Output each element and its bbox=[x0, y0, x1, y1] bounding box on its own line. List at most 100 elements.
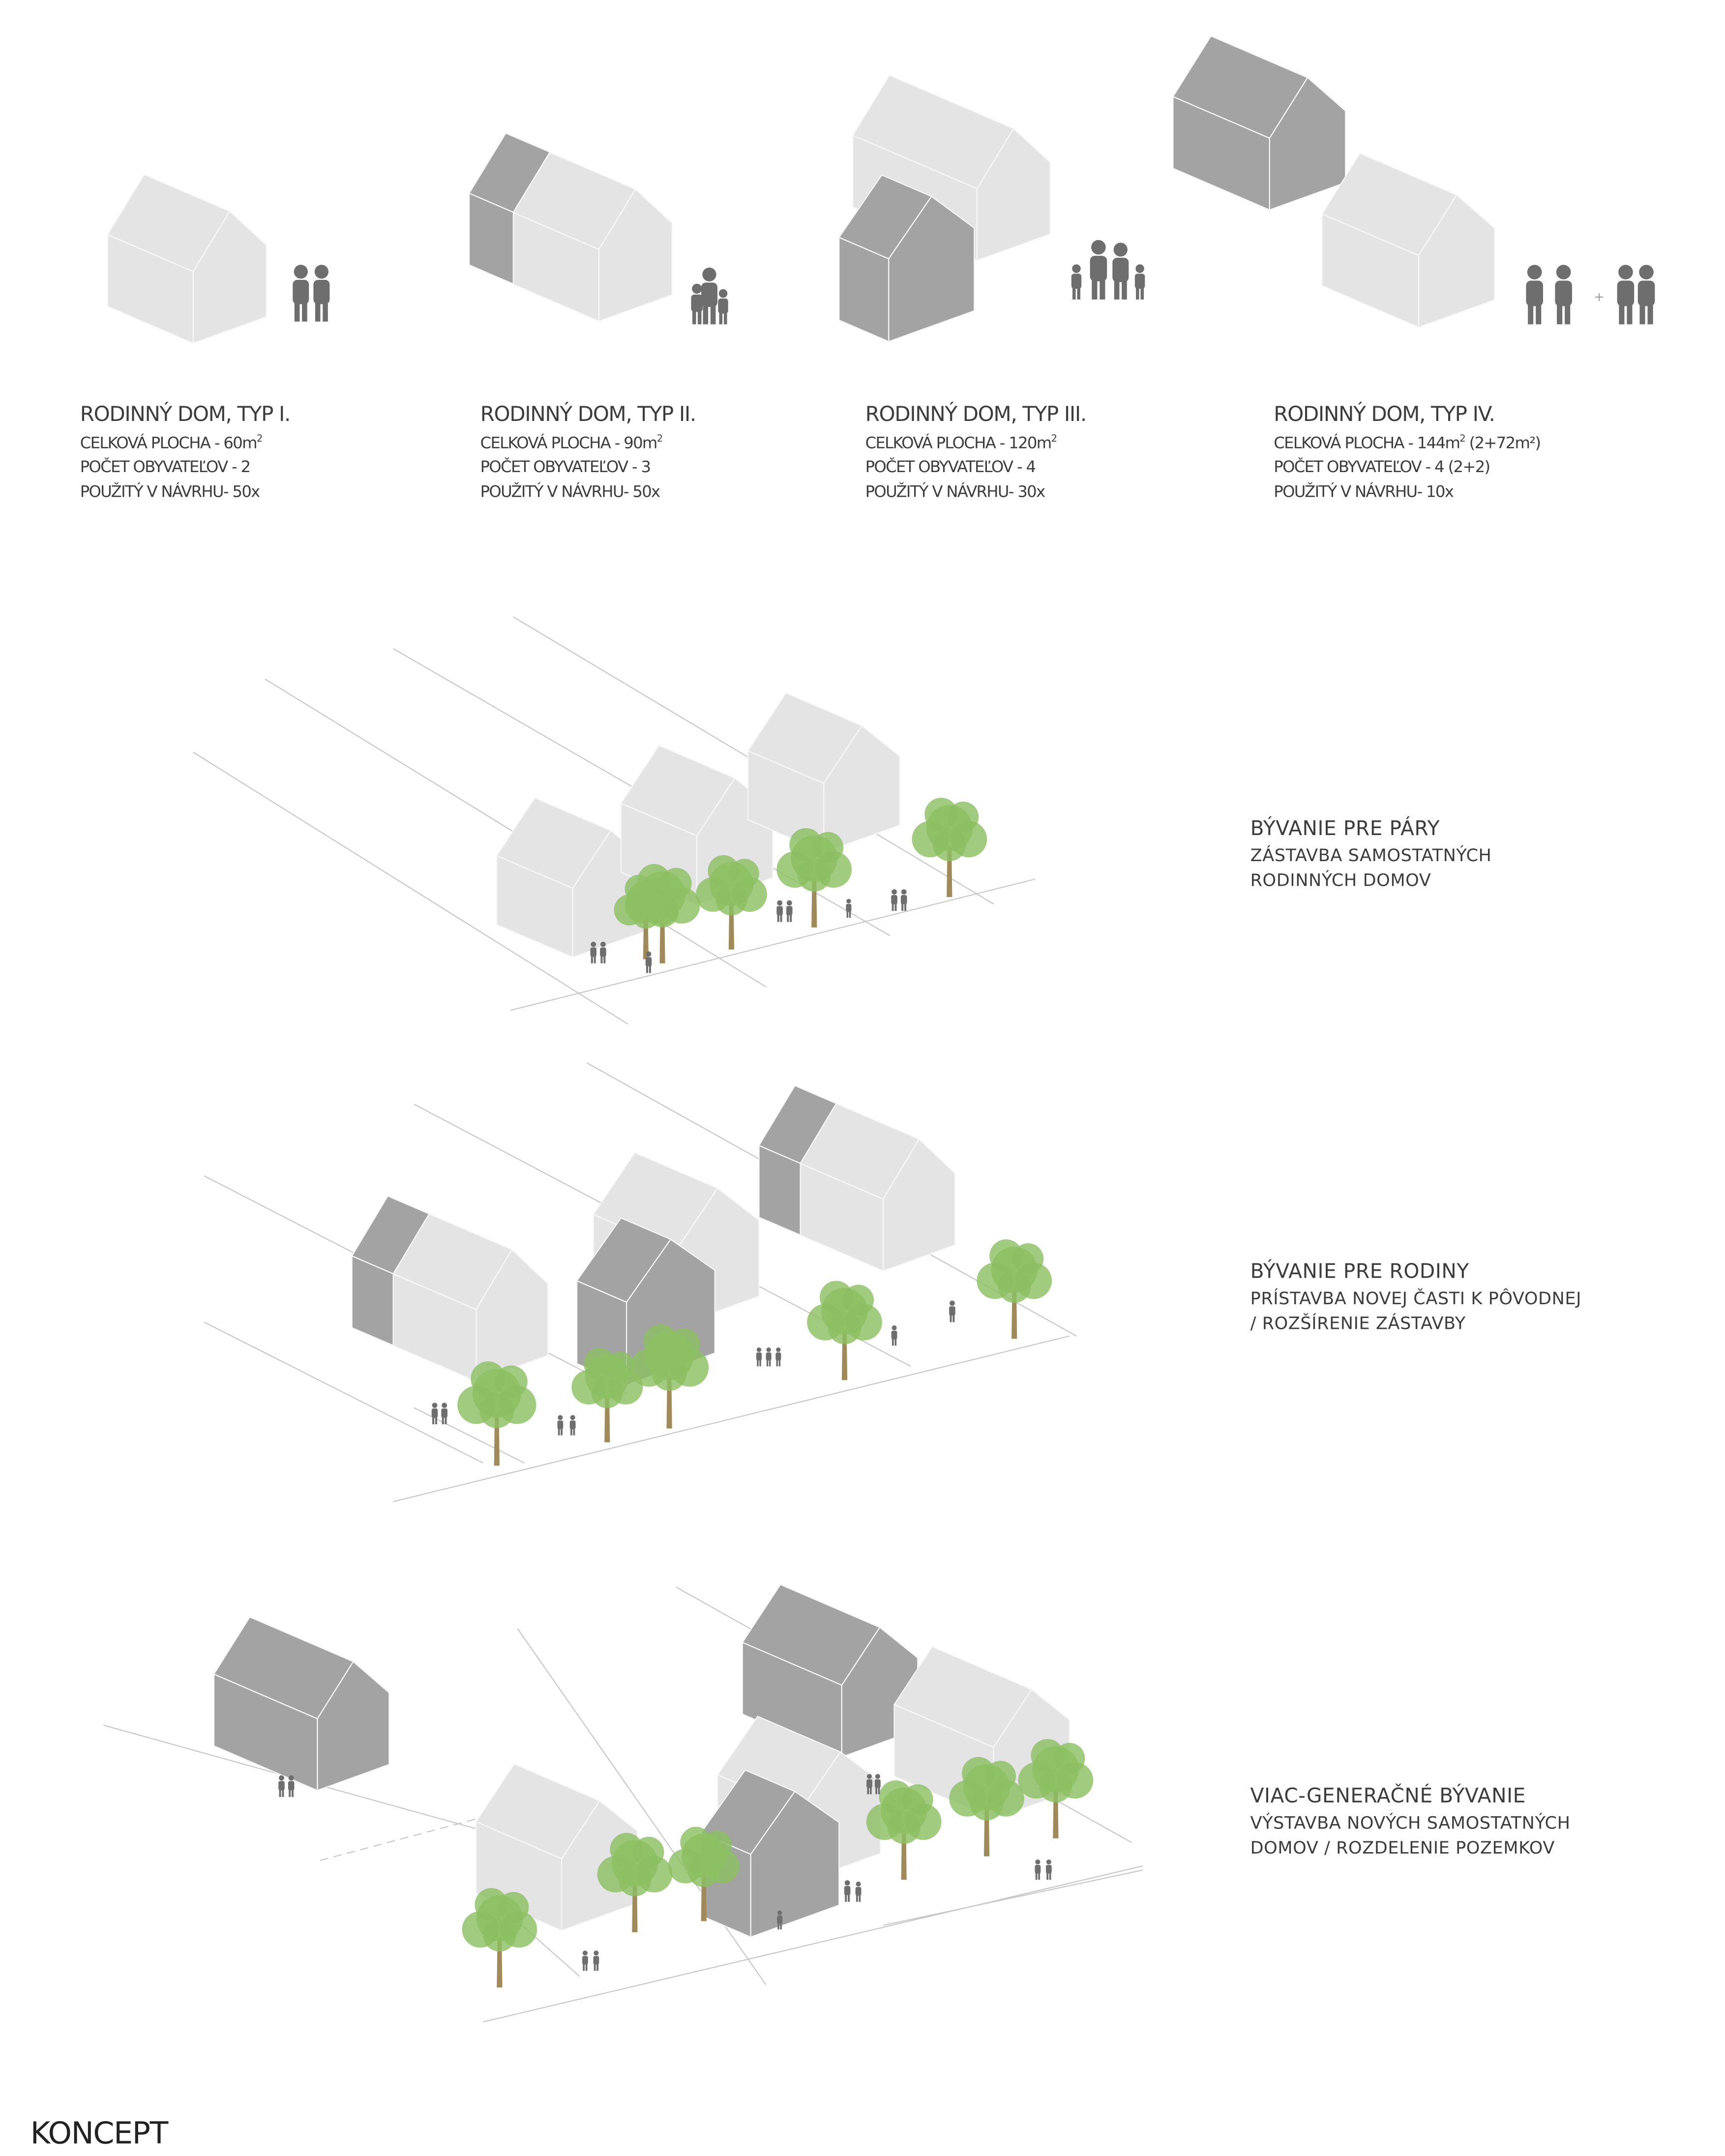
tree-icon bbox=[807, 1281, 882, 1380]
house-icon bbox=[747, 692, 900, 853]
tree-icon bbox=[866, 1780, 942, 1880]
house-icon bbox=[700, 1769, 840, 1938]
tree-icon bbox=[457, 1361, 536, 1466]
person-icon bbox=[776, 900, 783, 922]
person-icon bbox=[1090, 240, 1107, 299]
house-type-title: RODINNÝ DOM, TYP II. bbox=[480, 401, 697, 427]
house-icon bbox=[838, 174, 975, 342]
person-icon bbox=[288, 1775, 295, 1797]
street-line bbox=[320, 1818, 476, 1861]
person-icon bbox=[1071, 264, 1082, 299]
person-icon bbox=[1526, 265, 1544, 325]
person-icon bbox=[569, 1415, 576, 1436]
person-icon bbox=[775, 1347, 781, 1367]
house-type-residents: POČET OBYVATEĽOV - 3 bbox=[480, 457, 651, 477]
tree-icon bbox=[776, 828, 852, 928]
person-icon bbox=[1134, 264, 1145, 299]
house-type-title: RODINNÝ DOM, TYP IV. bbox=[1274, 401, 1495, 427]
person-icon bbox=[645, 951, 652, 973]
house-type-1-caption: RODINNÝ DOM, TYP I. CELKOVÁ PLOCHA - 60m… bbox=[80, 400, 291, 504]
house-icon bbox=[1172, 35, 1346, 210]
tree-icon bbox=[695, 855, 767, 950]
house-type-usage: POUŽITÝ V NÁVRHU- 10x bbox=[1274, 481, 1454, 501]
tree-icon bbox=[668, 1827, 740, 1921]
house-type-title: RODINNÝ DOM, TYP III. bbox=[865, 401, 1087, 427]
house-icon bbox=[512, 151, 673, 322]
street-line bbox=[393, 1335, 1070, 1502]
street-line bbox=[510, 878, 1036, 1011]
street-line bbox=[204, 1321, 483, 1464]
house-icon bbox=[213, 1616, 390, 1791]
scene-line: VÝSTAVBA NOVÝCH SAMOSTATNÝCH bbox=[1250, 1812, 1571, 1833]
house-type-4-caption: RODINNÝ DOM, TYP IV. CELKOVÁ PLOCHA - 14… bbox=[1274, 400, 1541, 504]
scene-line: / ROZŠÍRENIE ZÁSTAVBY bbox=[1250, 1312, 1466, 1333]
scene-line: DOMOV / ROZDELENIE POZEMKOV bbox=[1250, 1837, 1555, 1858]
plus-sign: + bbox=[1594, 290, 1604, 304]
person-icon bbox=[313, 265, 330, 322]
scene-title: BÝVANIE PRE RODINY bbox=[1250, 1261, 1469, 1284]
person-icon bbox=[590, 941, 597, 963]
person-icon bbox=[718, 289, 728, 325]
person-icon bbox=[891, 889, 897, 911]
person-icon bbox=[844, 1880, 851, 1902]
house-type-area: CELKOVÁ PLOCHA - 90m2 bbox=[480, 433, 663, 453]
tree-icon bbox=[571, 1348, 643, 1442]
person-icon bbox=[557, 1415, 564, 1436]
scene-title: VIAC-GENERAČNÉ BÝVANIE bbox=[1250, 1786, 1526, 1808]
person-icon bbox=[855, 1881, 862, 1902]
house-type-area: CELKOVÁ PLOCHA - 60m2 bbox=[80, 433, 263, 453]
scene-3-caption: VIAC-GENERAČNÉ BÝVANIE VÝSTAVBA NOVÝCH S… bbox=[1250, 1785, 1571, 1860]
house-type-area: CELKOVÁ PLOCHA - 144m2 (2+72m²) bbox=[1274, 433, 1541, 453]
house-icon bbox=[392, 1213, 549, 1382]
house-type-usage: POUŽITÝ V NÁVRHU- 50x bbox=[80, 481, 261, 501]
person-icon bbox=[1637, 265, 1655, 325]
person-icon bbox=[891, 1325, 897, 1346]
person-icon bbox=[777, 1910, 783, 1930]
tree-icon bbox=[977, 1239, 1052, 1339]
house-icon bbox=[800, 1103, 956, 1272]
person-icon bbox=[786, 900, 793, 922]
person-icon bbox=[1045, 1859, 1052, 1880]
tree-icon bbox=[597, 1832, 673, 1932]
house-type-usage: POUŽITÝ V NÁVRHU- 50x bbox=[480, 481, 661, 501]
scene-title: BÝVANIE PRE PÁRY bbox=[1250, 818, 1440, 841]
person-icon bbox=[278, 1775, 285, 1797]
person-icon bbox=[1555, 265, 1572, 325]
person-icon bbox=[431, 1403, 438, 1425]
person-icon bbox=[691, 283, 703, 325]
footer-title: KONCEPT bbox=[30, 2117, 169, 2152]
house-icon bbox=[1321, 152, 1495, 328]
street-line bbox=[883, 1869, 1143, 1926]
person-icon bbox=[1112, 242, 1129, 299]
person-icon bbox=[949, 1300, 955, 1322]
house-type-usage: POUŽITÝ V NÁVRHU- 30x bbox=[865, 481, 1046, 501]
house-type-residents: POČET OBYVATEĽOV - 4 bbox=[865, 457, 1036, 477]
person-icon bbox=[600, 941, 606, 963]
house-type-area: CELKOVÁ PLOCHA - 120m2 bbox=[865, 433, 1057, 453]
person-icon bbox=[1617, 265, 1635, 325]
scene-line: RODINNÝCH DOMOV bbox=[1250, 869, 1431, 891]
tree-icon bbox=[462, 1888, 537, 1988]
person-icon bbox=[766, 1347, 772, 1367]
person-icon bbox=[900, 889, 907, 911]
tree-icon bbox=[629, 1324, 709, 1429]
person-icon bbox=[846, 898, 852, 918]
house-type-residents: POČET OBYVATEĽOV - 2 bbox=[80, 457, 251, 477]
scene-2-caption: BÝVANIE PRE RODINY PRÍSTAVBA NOVEJ ČASTI… bbox=[1250, 1260, 1581, 1336]
house-type-residents: POČET OBYVATEĽOV - 4 (2+2) bbox=[1274, 457, 1490, 477]
person-icon bbox=[441, 1403, 447, 1425]
person-icon bbox=[866, 1774, 872, 1795]
person-icon bbox=[701, 267, 717, 325]
person-icon bbox=[593, 1950, 599, 1971]
person-icon bbox=[874, 1774, 881, 1795]
tree-icon bbox=[614, 874, 678, 959]
person-icon bbox=[582, 1950, 588, 1971]
tree-icon bbox=[1018, 1739, 1094, 1839]
person-icon bbox=[1035, 1859, 1041, 1880]
street-line bbox=[193, 751, 628, 1025]
house-type-title: RODINNÝ DOM, TYP I. bbox=[80, 401, 291, 427]
scene-line: PRÍSTAVBA NOVEJ ČASTI K PÔVODNEJ bbox=[1250, 1288, 1582, 1309]
person-icon bbox=[293, 265, 309, 322]
